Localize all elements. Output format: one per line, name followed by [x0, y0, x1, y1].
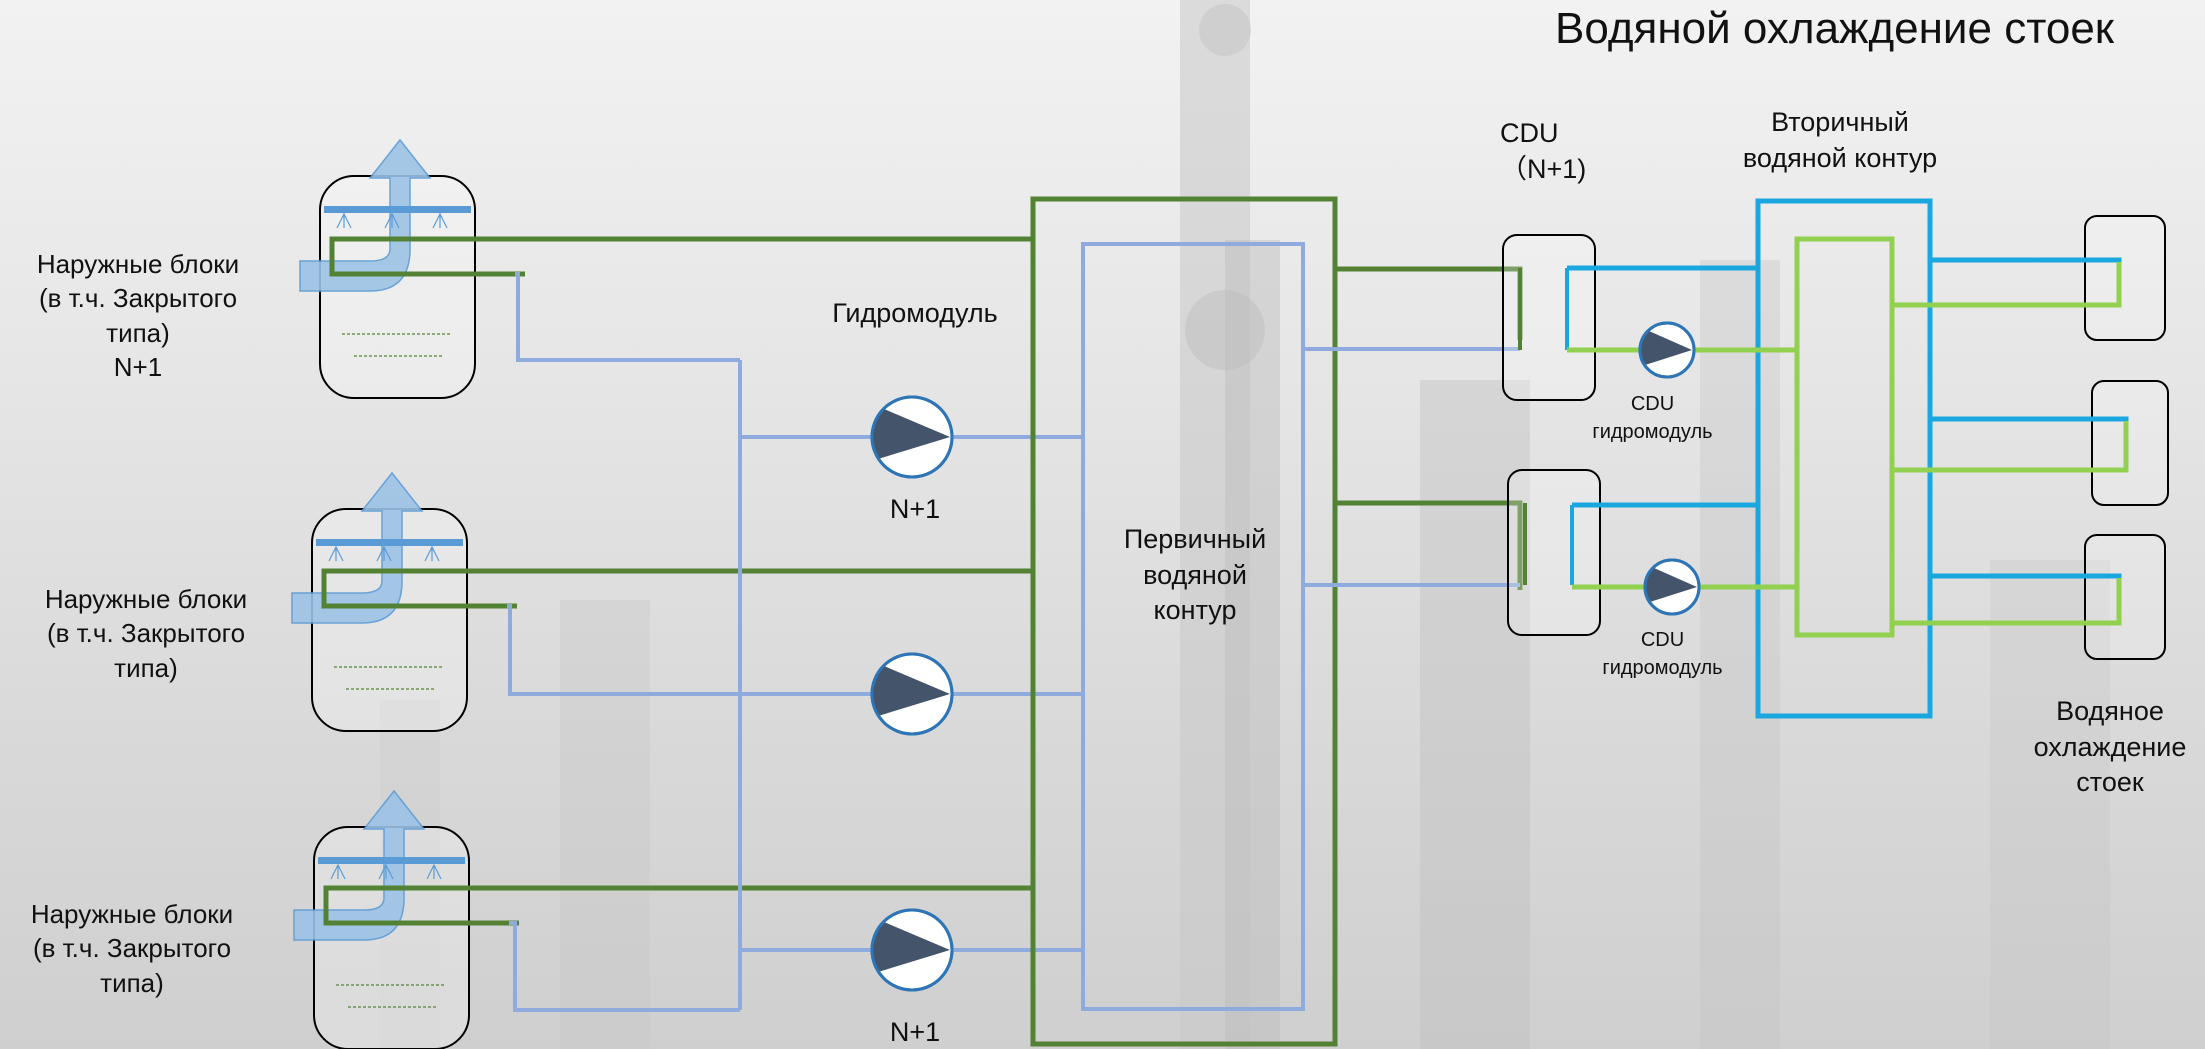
outdoor-unit-1-spray-nozzle-icon [432, 212, 448, 229]
cdu-2-supply [1335, 500, 1523, 590]
rack-2-return [1892, 421, 2129, 473]
primary-loop-line1: Первичный [1123, 524, 1267, 554]
outdoor-unit-2-airflow-arrow-icon [291, 471, 424, 624]
outdoor-unit-2-spray-nozzle-icon [376, 545, 392, 562]
cdu-label: CDU （N+1) [1500, 116, 1620, 187]
outdoor-unit-2-spray-nozzle-icon [424, 545, 440, 562]
rack-1-return [1892, 262, 2122, 308]
outdoor-unit-1-line2: (в т.ч. Закрытого [38, 283, 238, 314]
rack-cooling-line2: охлаждение [2033, 731, 2187, 762]
outdoor-unit-3-spray-nozzle-icon [330, 863, 346, 880]
outdoor-unit-3-spray-nozzle-icon [426, 863, 442, 880]
primary-loop-label: Первичный водяной контур [1095, 522, 1295, 629]
rack-cooling-line1: Водяное [2056, 696, 2164, 726]
secondary-loop-inner [1794, 236, 1895, 638]
primary-loop-line3: контур [1153, 595, 1237, 626]
cdu-pump-1-line2: гидромодуль [1592, 421, 1713, 443]
rack-3-return [1892, 578, 2122, 626]
cdu-pump-1-ring [1638, 321, 1696, 379]
outdoor-unit-1-redundancy: N+1 [113, 351, 163, 382]
pump-3-impeller [871, 922, 950, 972]
outdoor-unit-2-return-pipe [507, 604, 740, 696]
rack-1-housing [2084, 215, 2166, 341]
outdoor-unit-3-airflow-arrow-icon [293, 789, 426, 941]
cdu-pump-1-impeller [1640, 331, 1692, 365]
cdu-pump-2-line2: гидромодуль [1602, 657, 1723, 679]
cdu-1-housing [1502, 234, 1596, 401]
outdoor-unit-1-line3: типа) [106, 317, 170, 348]
hydromodule-label: Гидромодуль [832, 298, 998, 328]
outdoor-unit-label-3: Наружные блоки (в т.ч. Закрытого типа) [2, 897, 262, 1000]
pump-3-ring [870, 908, 954, 992]
pump-2-impeller [871, 666, 950, 716]
cdu-pump-label-2: CDU гидромодуль [1580, 626, 1745, 682]
cdu-1-supply [1335, 266, 1523, 340]
pump-2-ring [870, 652, 954, 736]
outdoor-unit-1-spray-bar [324, 206, 471, 213]
outdoor-unit-2-line2: (в т.ч. Закрытого [46, 618, 246, 649]
outdoor-unit-1-spray-nozzle-icon [384, 212, 400, 229]
pump-redundancy-label-bottom: N+1 [889, 1017, 941, 1047]
cdu-2-housing [1507, 469, 1601, 636]
outdoor-unit-3-spray-nozzle-icon [378, 863, 394, 880]
cdu-pump-1-line1: CDU [1630, 393, 1675, 415]
diagram-title: Водяной охлаждение стоек [1555, 4, 2115, 53]
primary-loop-line2: водяной [1143, 559, 1247, 590]
outdoor-unit-2-line3: типа) [114, 652, 178, 683]
cdu-label-redundancy: （N+1) [1500, 153, 1587, 184]
cdu-pump-2-ring [1643, 558, 1701, 616]
outdoor-unit-1-return-pipe [515, 272, 740, 362]
outdoor-unit-3-line3: типа) [100, 967, 164, 998]
secondary-loop-outer [1755, 198, 1933, 719]
secondary-loop-line1: Вторичный [1771, 107, 1909, 137]
outdoor-unit-3-line1: Наружные блоки [30, 899, 234, 929]
cdu-pump-2-impeller [1645, 568, 1697, 602]
rack-cooling-line3: стоек [2076, 767, 2144, 798]
cdu-pump-label-1: CDU гидромодуль [1570, 390, 1735, 446]
pump-redundancy-label-top: N+1 [889, 494, 941, 524]
pump-1-impeller [871, 409, 950, 459]
outdoor-unit-2-spray-bar [316, 539, 463, 546]
outdoor-unit-3-line2: (в т.ч. Закрытого [32, 933, 232, 964]
outdoor-unit-1-spray-nozzle-icon [336, 212, 352, 229]
secondary-loop-label: Вторичный водяной контур [1715, 105, 1965, 176]
secondary-loop-line2: водяной контур [1742, 142, 1938, 173]
rack-3-housing [2084, 534, 2166, 660]
outdoor-unit-2-line1: Наружные блоки [44, 584, 248, 614]
cdu-pump-2-line1: CDU [1640, 629, 1685, 651]
outdoor-unit-2-spray-nozzle-icon [328, 545, 344, 562]
outdoor-unit-1-line1: Наружные блоки [36, 249, 240, 279]
primary-loop-inner [1081, 242, 1305, 1011]
cdu-label-line1: CDU [1500, 118, 1559, 148]
rack-2-housing [2091, 380, 2169, 506]
rack-cooling-label: Водяное охлаждение стоек [2015, 694, 2205, 801]
outdoor-unit-3-return-pipe [509, 921, 740, 1012]
outdoor-unit-1-airflow-arrow-icon [299, 138, 432, 292]
outdoor-unit-label-1: Наружные блоки (в т.ч. Закрытого типа) N… [8, 247, 268, 384]
outdoor-unit-label-2: Наружные блоки (в т.ч. Закрытого типа) [16, 582, 276, 685]
primary-loop-outer [1030, 196, 1338, 1047]
outdoor-unit-3-spray-bar [318, 857, 465, 864]
pump-1-ring [870, 395, 954, 479]
